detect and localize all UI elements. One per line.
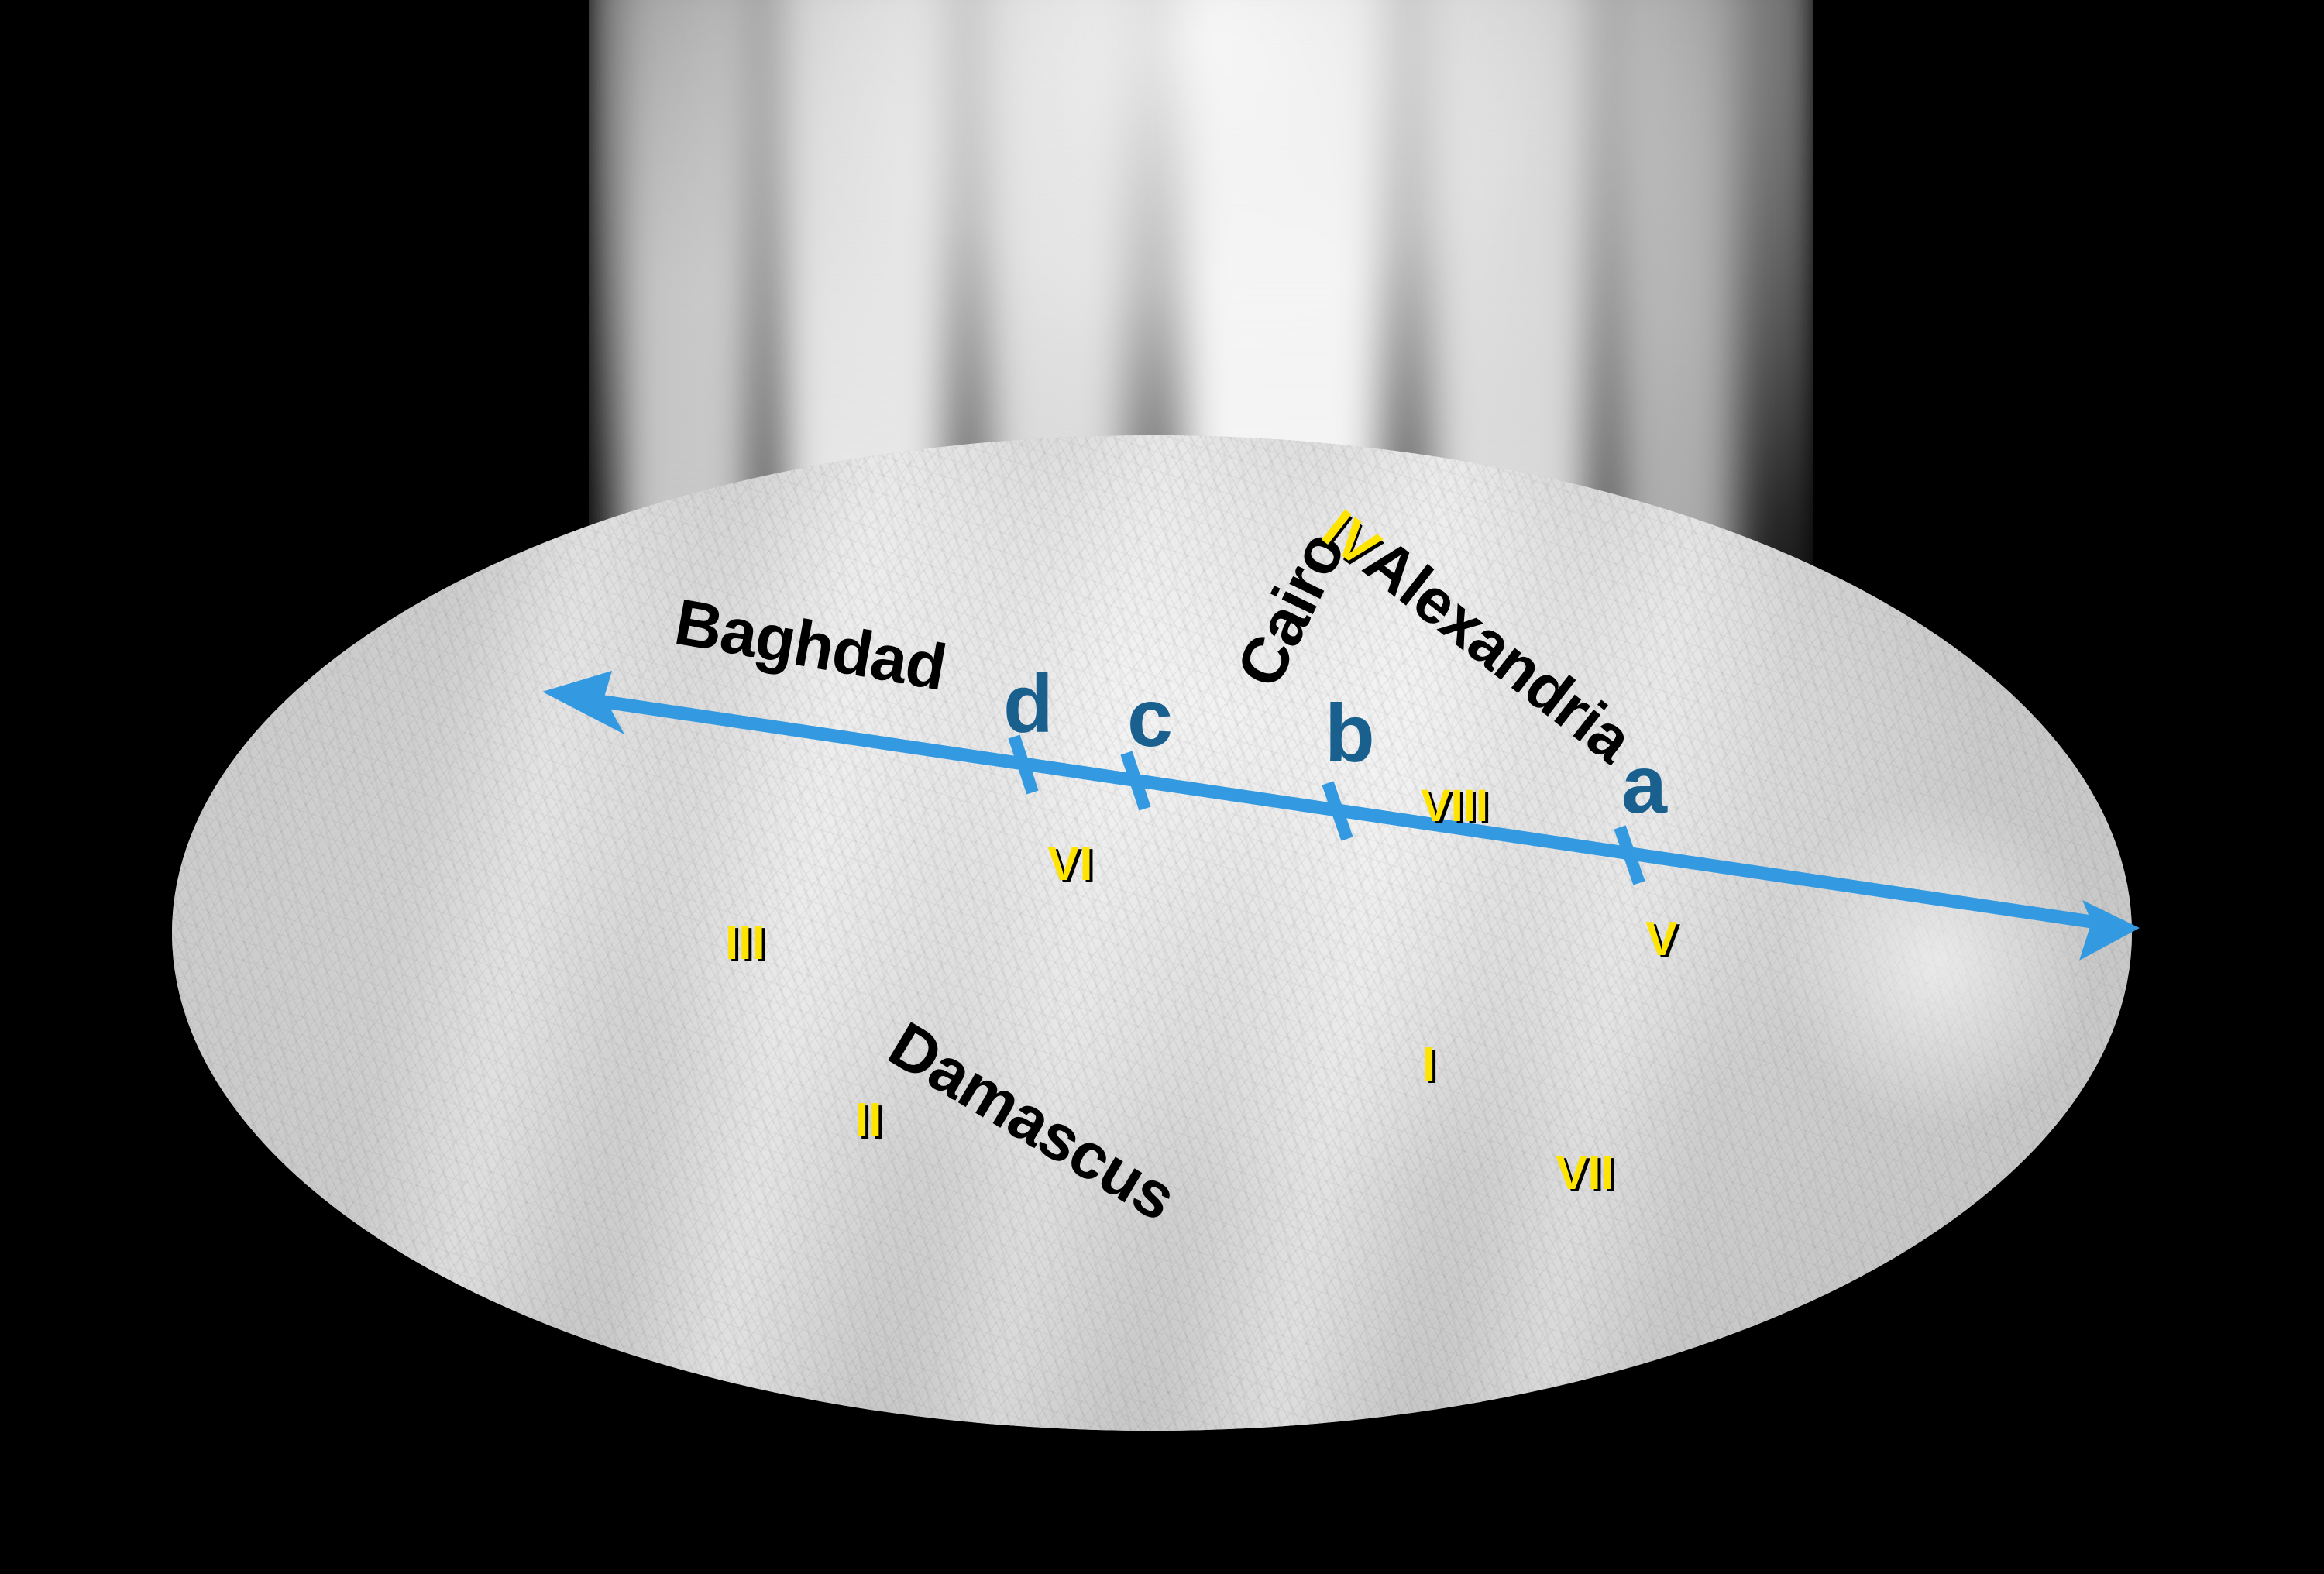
right-arrow-tail-icon <box>2079 900 2140 961</box>
numeral-viii: VIII <box>1421 781 1489 831</box>
numeral-i: I <box>1422 1038 1436 1091</box>
tick-label-b[interactable]: b <box>1325 688 1375 779</box>
numeral-vii: VII <box>1556 1146 1614 1200</box>
limb-shading <box>172 435 2132 1431</box>
enceladus-disc <box>172 435 2132 1431</box>
left-arrowhead-icon <box>542 671 624 734</box>
tick-label-a[interactable]: a <box>1621 739 1667 830</box>
numeral-vi: VI <box>1047 837 1093 891</box>
tick-mark-b[interactable] <box>1322 781 1353 841</box>
tick-mark-a[interactable] <box>1614 825 1645 885</box>
tick-mark-c[interactable] <box>1120 751 1151 811</box>
numeral-v: V <box>1645 912 1678 966</box>
tick-label-d[interactable]: d <box>1003 658 1054 750</box>
numeral-ii: II <box>855 1094 882 1147</box>
tick-label-c[interactable]: c <box>1127 672 1173 764</box>
limb-highlight <box>1779 793 2093 1132</box>
tick-mark-d[interactable] <box>1008 734 1039 795</box>
numeral-iii: III <box>725 916 765 970</box>
